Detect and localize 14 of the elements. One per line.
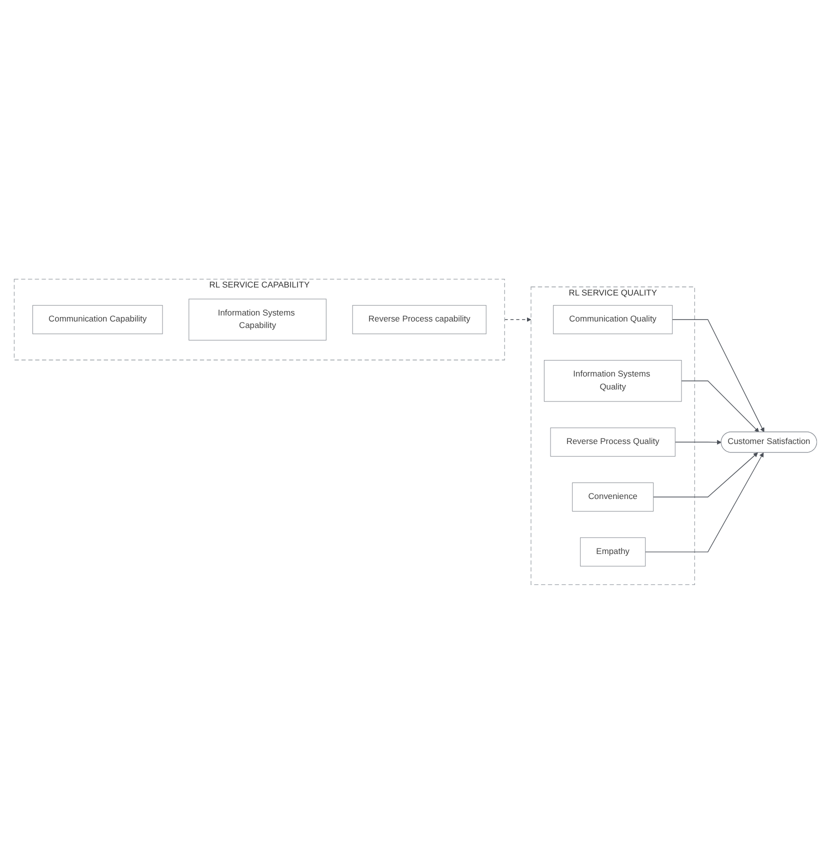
node-box: Information Systems Capability: [188, 298, 326, 341]
node-box: Information Systems Quality: [544, 360, 682, 402]
arrow: [645, 452, 764, 552]
node-box: Empathy: [580, 537, 646, 566]
node-box: Communication Capability: [32, 305, 163, 334]
node-box: Communication Quality: [553, 305, 673, 334]
node-box: Convenience: [572, 482, 654, 512]
arrow: [672, 319, 764, 432]
node-box: Reverse Process capability: [352, 305, 486, 334]
arrow: [681, 380, 760, 432]
arrow: [504, 317, 532, 322]
node-box: Reverse Process Quality: [550, 428, 676, 457]
arrow: [653, 452, 758, 498]
arrow: [674, 440, 722, 445]
